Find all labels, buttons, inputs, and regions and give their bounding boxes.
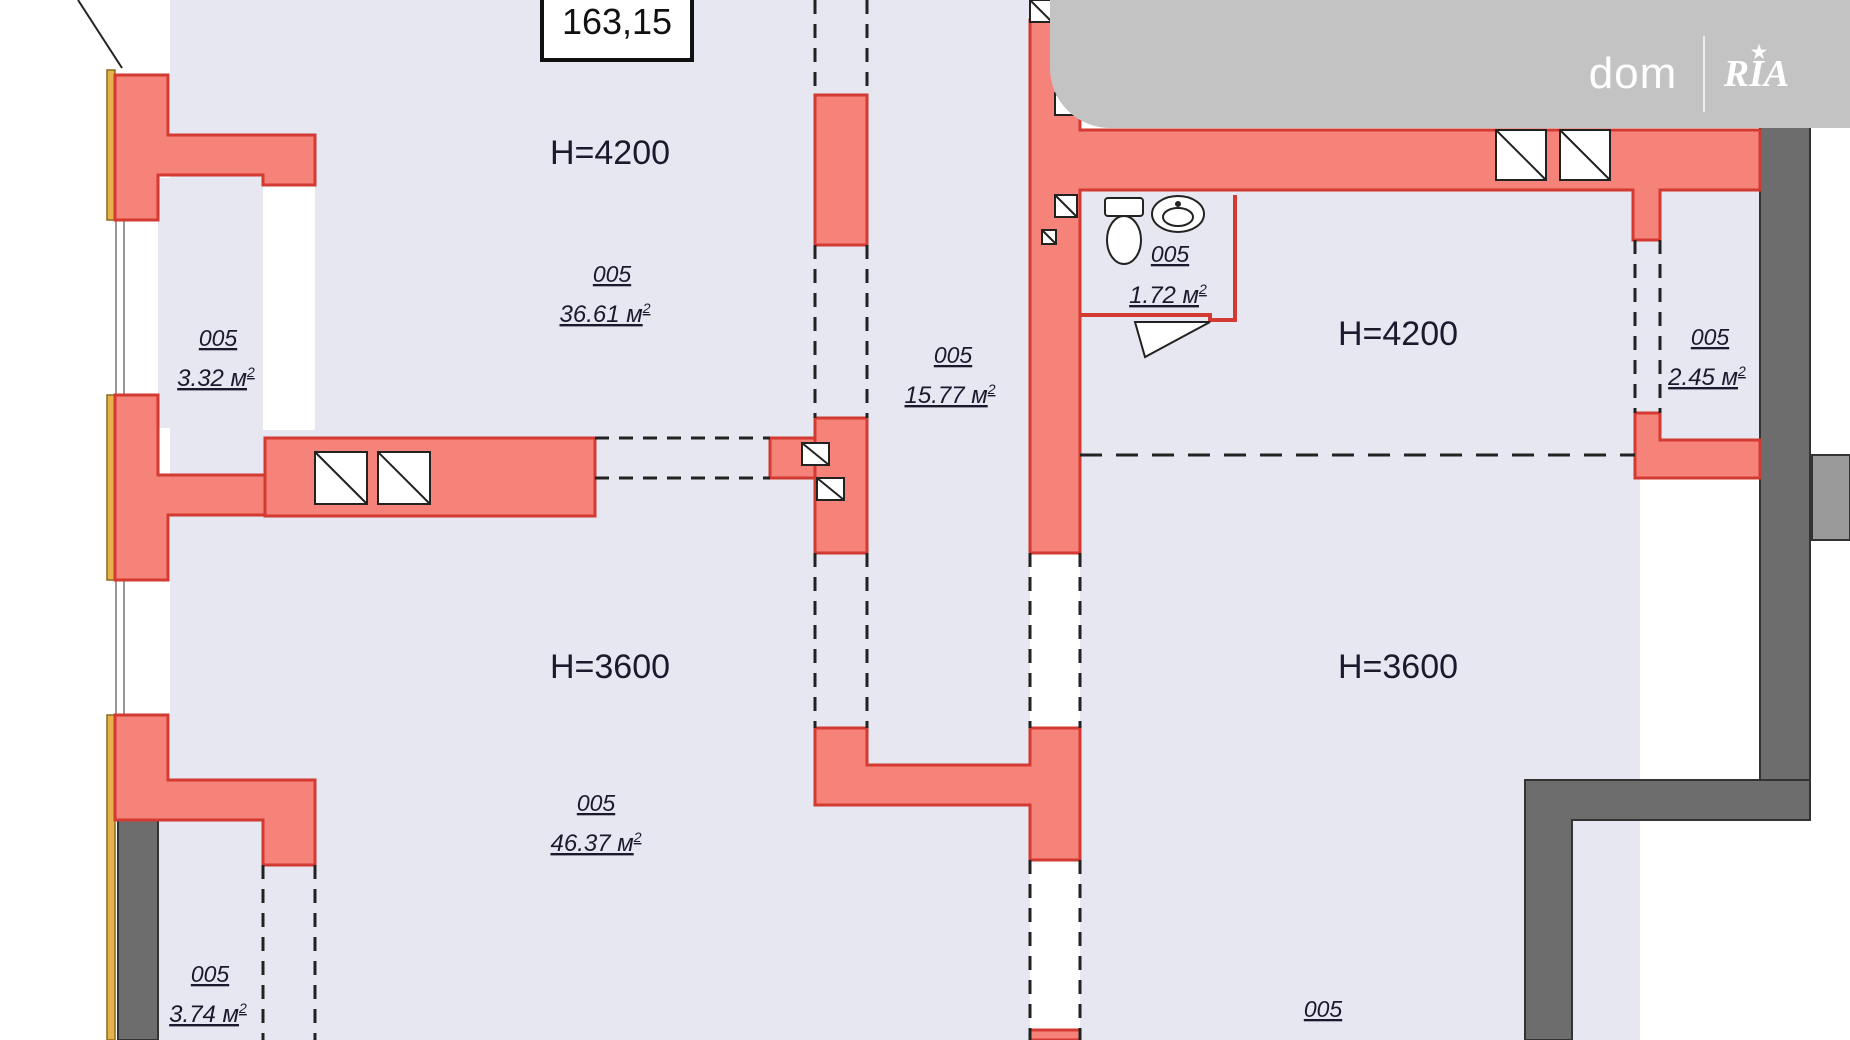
total-area-value: 163,15 [562, 1, 672, 42]
total-area-box: 163,15 [540, 0, 694, 62]
height-labels: H=4200 H=4200 H=3600 H=3600 [550, 134, 1458, 686]
bathroom-door-swing [1133, 321, 1211, 359]
room-code: 005 [1691, 324, 1730, 350]
vent-shafts [314, 0, 1611, 505]
room-area: 3.32 м2 [177, 364, 255, 392]
room-area: 46.37 м2 [551, 829, 642, 857]
room-area: 1.72 м2 [1129, 281, 1207, 309]
height-label: H=3600 [550, 648, 670, 686]
room-code: 005 [593, 261, 632, 287]
window-openings [113, 175, 315, 715]
room-area: 2.45 м2 [1667, 363, 1746, 391]
leader-line [77, 0, 123, 69]
room-labels: 005 36.61 м2 005 3.32 м2 005 15.77 м2 00… [169, 241, 1746, 1028]
watermark-divider [1703, 36, 1705, 112]
room-code: 005 [191, 961, 230, 987]
room-code: 005 [199, 325, 238, 351]
height-label: H=4200 [1338, 315, 1458, 353]
watermark-brand-left: dom [1588, 49, 1678, 98]
room-code: 005 [934, 342, 973, 368]
room-code: 005 [1304, 996, 1343, 1022]
room-area: 15.77 м2 [905, 381, 996, 409]
room-area: 3.74 м2 [169, 1000, 247, 1028]
height-label: H=4200 [550, 134, 670, 172]
star-icon: ★ [1751, 42, 1768, 62]
height-label: H=3600 [1338, 648, 1458, 686]
watermark-logo: dom ★ RIA [1563, 36, 1808, 112]
room-area: 36.61 м2 [560, 300, 651, 328]
room-code: 005 [577, 790, 616, 816]
left-small-rooms [158, 178, 263, 1040]
window-glazing [115, 220, 125, 715]
sink-icon [1151, 195, 1205, 233]
toilet-icon [1104, 197, 1144, 265]
watermark-brand-right: ★ RIA [1723, 42, 1790, 95]
room-code: 005 [1151, 241, 1190, 267]
bathroom-partition [1080, 195, 1237, 322]
watermark-overlay: dom ★ RIA [1050, 0, 1850, 128]
door-openings [261, 0, 1662, 1040]
